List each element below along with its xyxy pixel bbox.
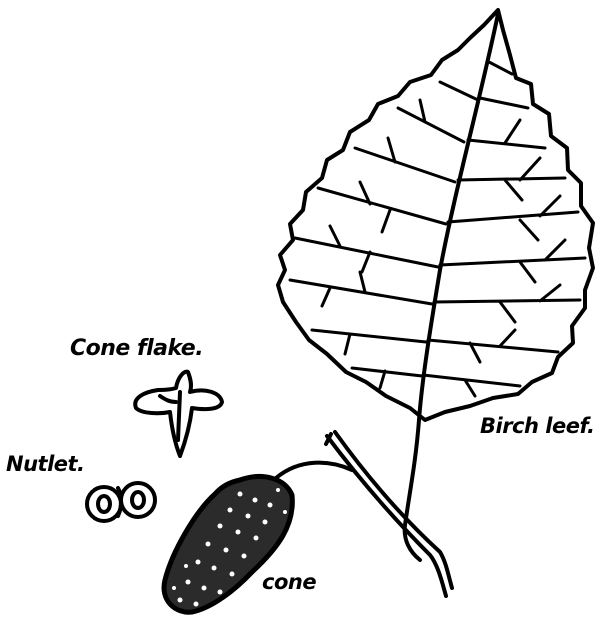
leaf-veins <box>290 62 585 396</box>
nutlet <box>87 483 155 521</box>
nutlet-right <box>121 483 155 517</box>
nutlet-label: Nutlet. <box>6 452 85 476</box>
twig <box>326 432 452 596</box>
cone-label: cone <box>262 570 316 594</box>
birch-leaf <box>278 10 593 560</box>
cone-flake-label: Cone flake. <box>70 336 203 361</box>
birch-leaf-label: Birch leef. <box>480 414 594 438</box>
cone-flake <box>135 372 222 456</box>
cone-stalk <box>276 463 352 478</box>
nutlet-left <box>87 487 121 521</box>
